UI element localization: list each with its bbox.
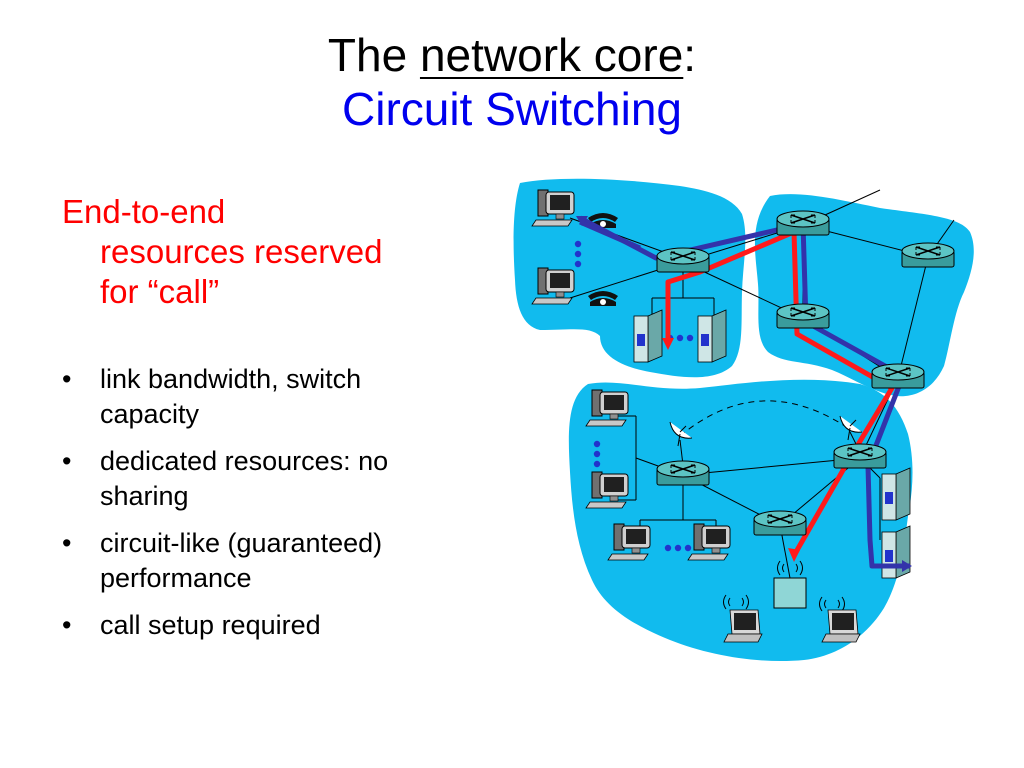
desktop-computer-icon: [585, 471, 629, 509]
bullet-icon: •: [62, 610, 72, 640]
slide-subtitle: Circuit Switching: [342, 83, 682, 135]
desktop-computer-icon: [687, 523, 731, 561]
network-core-diagram: [513, 178, 974, 662]
slide-title: The network core: Circuit Switching: [0, 28, 1024, 136]
desktop-computer-icon: [585, 389, 629, 427]
title-suffix: :: [683, 29, 697, 81]
router-icon: [656, 460, 710, 486]
router-icon: [656, 247, 710, 273]
desktop-computer-icon: [607, 523, 651, 561]
bullet-icon: •: [62, 528, 72, 558]
access-network-cloud: [513, 178, 746, 378]
server-icon: [881, 525, 911, 579]
bullet-item: •circuit-like (guaranteed)performance: [62, 528, 383, 593]
router-icon: [833, 443, 887, 469]
router-icon: [753, 510, 807, 536]
title-prefix: The: [327, 29, 420, 81]
title-underlined: network core: [419, 29, 684, 81]
desktop-computer-icon: [531, 189, 575, 227]
router-icon: [776, 210, 830, 236]
server-icon: [881, 467, 911, 521]
heading-line-3: for “call”: [100, 273, 220, 310]
desktop-computer-icon: [531, 267, 575, 305]
bullet-icon: •: [62, 446, 72, 476]
router-icon: [776, 303, 830, 329]
bullet-item: •call setup required: [62, 608, 482, 643]
server-icon: [633, 309, 663, 363]
reserved-circuit-blue-2: [579, 219, 641, 251]
server-icon: [697, 309, 727, 363]
section-heading: End-to-end resources reserved for “call”: [62, 192, 502, 312]
router-icon: [871, 363, 925, 389]
heading-line-1: End-to-end: [62, 193, 226, 230]
title-line: The network core:: [0, 28, 1024, 82]
wireless-access-point-icon: [773, 577, 807, 609]
router-icon: [901, 242, 955, 268]
bullet-icon: •: [62, 364, 72, 394]
heading-line-2: resources reserved: [100, 233, 383, 270]
bottom-network-cloud: [568, 379, 913, 662]
